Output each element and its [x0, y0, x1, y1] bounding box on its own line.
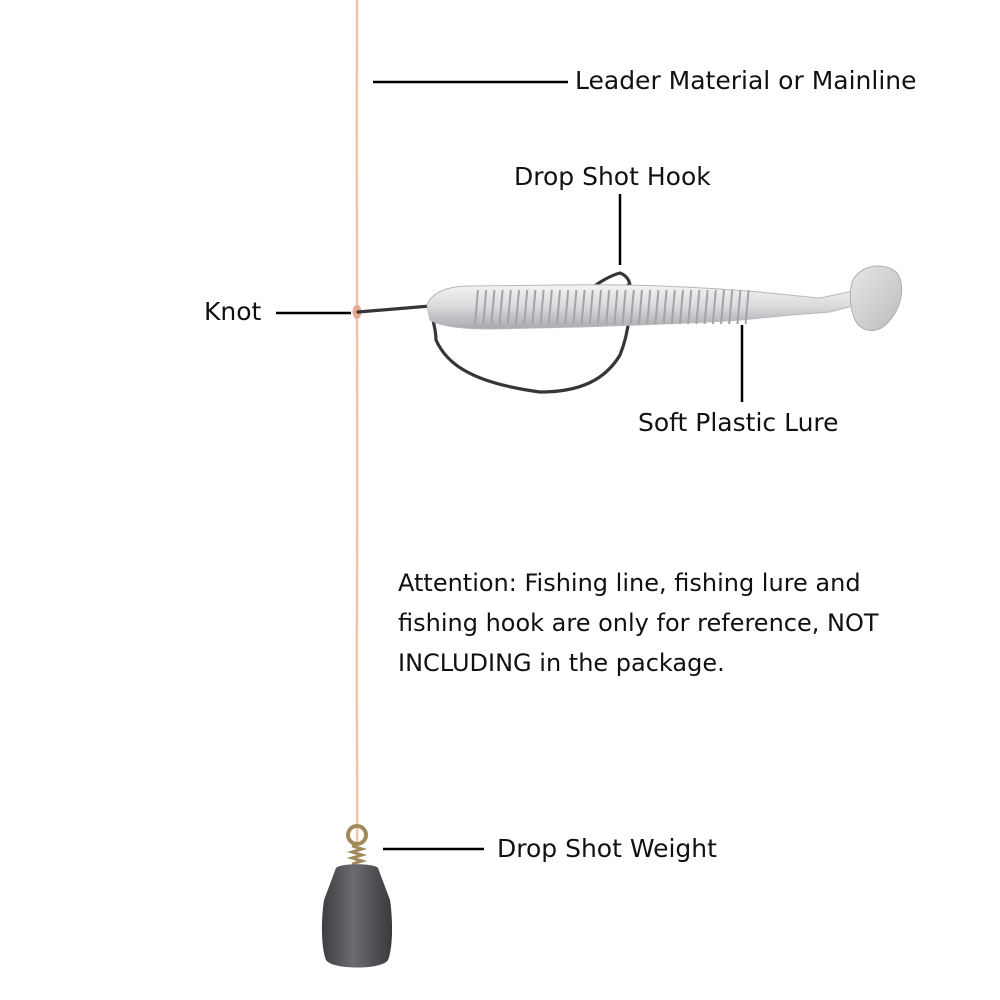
- lure-rib: [506, 289, 512, 325]
- lure-rib: [679, 289, 684, 325]
- label-soft-plastic-lure: Soft Plastic Lure: [638, 408, 839, 437]
- weight-body: [321, 864, 393, 968]
- lure-rib: [621, 289, 627, 325]
- lure-rib: [662, 289, 668, 325]
- lure-rib: [556, 289, 561, 325]
- drop-shot-weight: [321, 824, 393, 968]
- attention-line: fishing hook are only for reference, NOT: [398, 609, 879, 637]
- lure-rib: [572, 289, 578, 325]
- lure-rib: [638, 289, 643, 325]
- lure-rib: [736, 289, 742, 325]
- soft-plastic-lure: [426, 265, 903, 331]
- label-knot: Knot: [204, 297, 262, 326]
- lure-rib: [605, 289, 611, 325]
- lure-tail: [849, 265, 903, 331]
- attention-line: Attention: Fishing line, fishing lure an…: [398, 569, 861, 597]
- lure-rib: [515, 289, 520, 325]
- lure-rib: [670, 289, 676, 325]
- lure-rib: [490, 289, 496, 325]
- lure-rib: [629, 289, 635, 325]
- lure-rib: [728, 289, 734, 325]
- lure-rib: [654, 289, 660, 325]
- lure-rib: [474, 289, 479, 325]
- label-leader-material: Leader Material or Mainline: [575, 66, 917, 95]
- weight-eyelet: [346, 824, 368, 846]
- lure-rib: [564, 289, 570, 325]
- lure-rib: [539, 289, 545, 325]
- label-drop-shot-hook: Drop Shot Hook: [514, 162, 711, 191]
- lure-rib: [547, 289, 553, 325]
- attention-note: Attention: Fishing line, fishing lure an…: [398, 563, 938, 683]
- lure-rib: [498, 289, 504, 325]
- lure-ribs: [474, 289, 750, 325]
- attention-line: INCLUDING in the package.: [398, 649, 725, 677]
- lure-rib: [703, 289, 709, 325]
- lure-rib: [687, 289, 693, 325]
- lure-rib: [580, 289, 586, 325]
- lure-rib: [597, 289, 602, 325]
- label-drop-shot-weight: Drop Shot Weight: [497, 834, 717, 863]
- lure-rib: [613, 289, 619, 325]
- lure-rib: [523, 289, 529, 325]
- lure-rib: [744, 289, 750, 325]
- lure-rib: [720, 289, 725, 325]
- lure-rib: [646, 289, 652, 325]
- lure-rib: [482, 289, 488, 325]
- lure-rib: [695, 289, 701, 325]
- lure-rib: [711, 289, 717, 325]
- lure-rib: [588, 289, 594, 325]
- weight-swivel: [346, 844, 368, 866]
- lure-rib: [531, 289, 537, 325]
- fishing-line: [355, 0, 359, 843]
